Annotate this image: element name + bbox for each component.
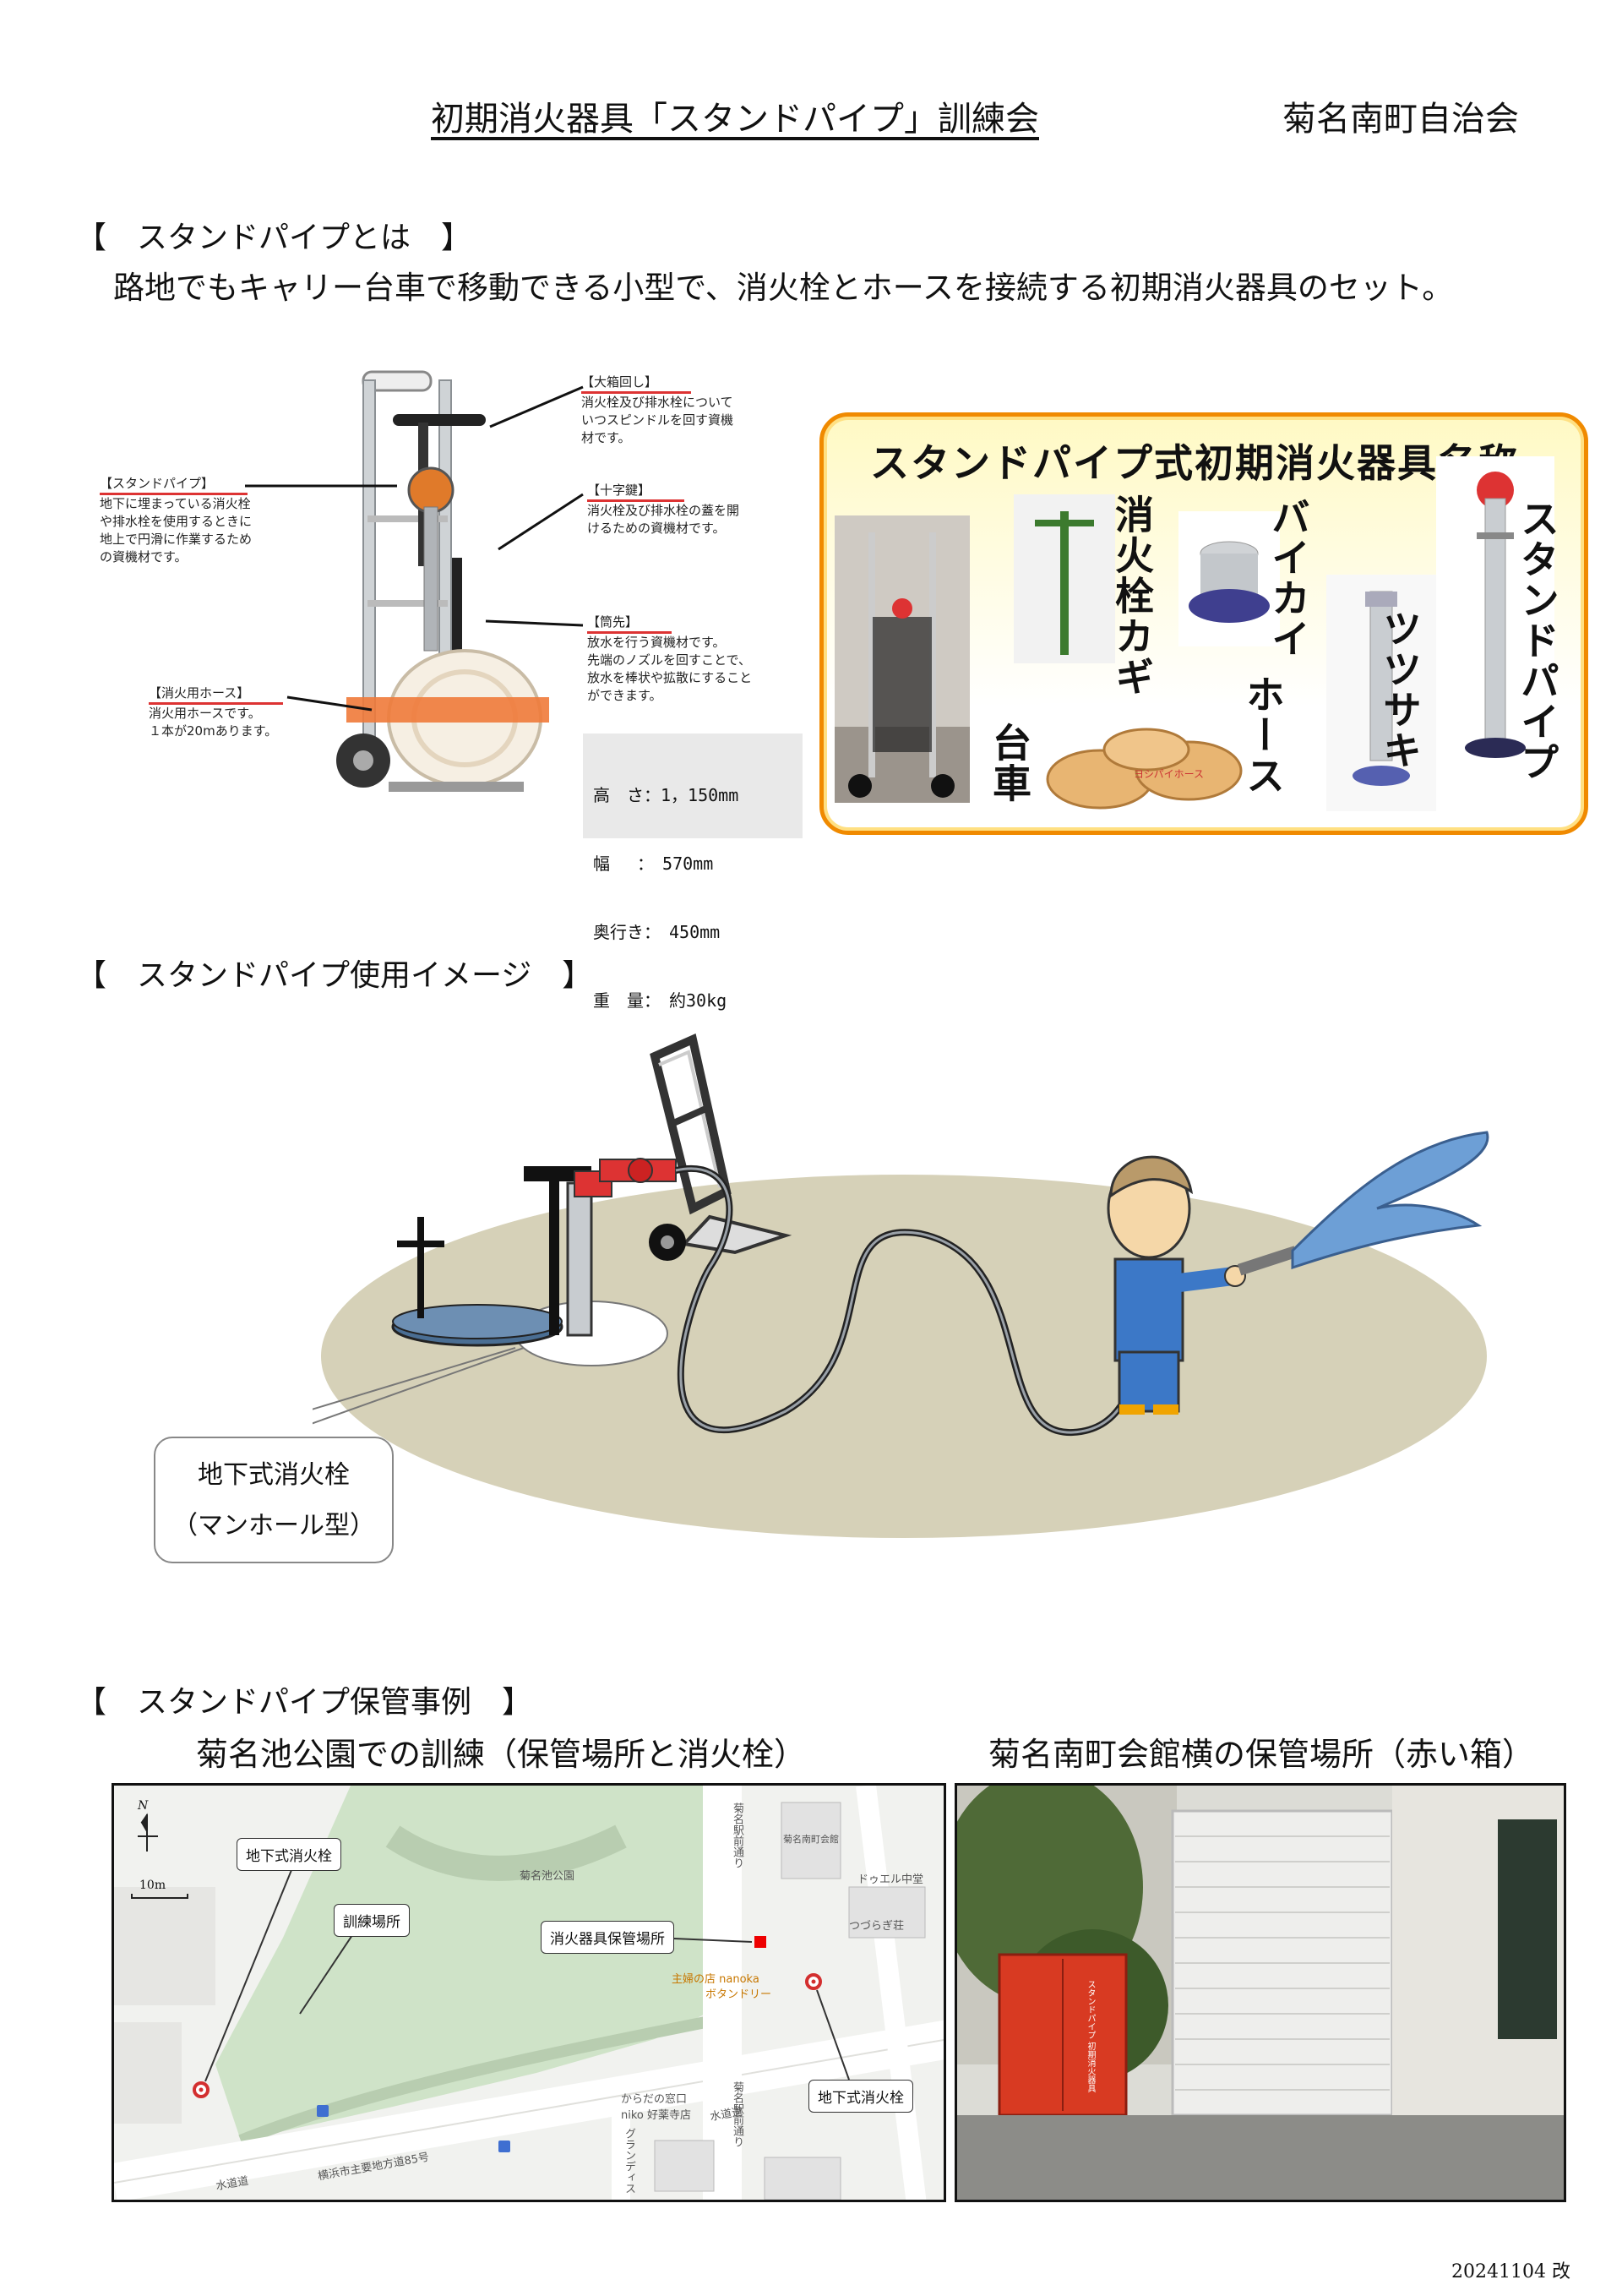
map-label-hydrant-west: 地下式消火栓: [237, 1838, 341, 1871]
callout-nozzle-line: ができます。: [587, 688, 662, 703]
bykai-photo: [1178, 511, 1280, 646]
hydrant-callout-bubble: 地下式消火栓 （マンホール型）: [154, 1437, 394, 1563]
spec-table: 高 さ：1，150mm 幅 ： 570mm 奥行き： 450mm 重 量： 約3…: [583, 734, 803, 1011]
callout-handle-line: 消火栓及び排水栓について: [581, 395, 733, 410]
callout-nozzle-title: 【筒先】: [587, 614, 672, 634]
callout-standpipe-title: 【スタンドパイプ】: [100, 475, 248, 495]
callout-nozzle-line: 放水を棒状や拡散にすること: [587, 670, 753, 685]
callout-nozzle-line: 先端のノズルを回すことで、: [587, 652, 751, 668]
callout-cross-key: 【十字鍵】 消火栓及び排水栓の蓋を開 けるための資機材です。: [587, 482, 739, 537]
nozzle-photo: [1326, 575, 1436, 811]
cart-photo: [835, 515, 970, 803]
map-park: 菊名池公園: [520, 1870, 575, 1883]
map-road-vertical-2: 菊名駅前通り: [731, 2081, 743, 2147]
key-photo: [1014, 494, 1115, 663]
map-shop-1: ドゥエル中堂: [857, 1873, 924, 1886]
storage-photo-image: [957, 1786, 1564, 2200]
map-caption: 菊名池公園での訓練（保管場所と消火栓）: [196, 1736, 807, 1773]
hydrant-callout-line2: （マンホール型）: [172, 1511, 375, 1541]
map-scale-bar: [131, 1894, 188, 1899]
map-hall: 菊名南町会館: [783, 1834, 839, 1845]
map-label-training-area: 訓練場所: [334, 1904, 410, 1937]
map-shop-3: 主婦の店 nanoka: [672, 1973, 759, 1986]
map-label-storage: 消火器具保管場所: [541, 1921, 674, 1954]
section-description: 路地でもキャリー台車で移動できる小型で、消火栓とホースを接続する初期消火器具のセ…: [113, 270, 1454, 306]
callout-pointers: [245, 385, 584, 712]
north-label: N: [138, 1799, 149, 1813]
callout-nozzle: 【筒先】 放水を行う資機材です。 先端のノズルを回すことで、 放水を棒状や拡散に…: [587, 614, 752, 705]
organization-name: 菊名南町自治会: [1282, 100, 1519, 139]
map-shop-5: からだの窓口 niko 好薬寺店: [621, 2093, 692, 2122]
usage-illustration: [313, 1033, 1489, 1538]
callout-hose-line: １本が20mあります。: [149, 723, 278, 739]
spec-row: 奥行き： 450mm: [593, 922, 721, 942]
label-standpipe: スタンドパイプ: [1515, 499, 1560, 783]
callout-standpipe-line: 地下に埋まっている消火栓: [100, 496, 251, 511]
map-shop-4: ボタンドリー: [705, 1988, 772, 2001]
section-heading-usage: 【 スタンドパイプ使用イメージ 】: [76, 958, 593, 993]
map-shop-2: つづらぎ荘: [849, 1920, 905, 1933]
callout-cross-key-line: けるための資機材です。: [587, 521, 726, 536]
callout-handle: 【大箱回し】 消火栓及び排水栓について いつスピンドルを回す資機 材です。: [581, 374, 733, 447]
hydrant-callout-line1: 地下式消火栓: [198, 1460, 350, 1490]
callout-handle-title: 【大箱回し】: [581, 374, 692, 394]
map-shop-6: グランディス: [623, 2128, 635, 2194]
label-nozzle: ツツサキ: [1377, 608, 1423, 771]
section-heading-storage: 【 スタンドパイプ保管事例 】: [76, 1685, 533, 1720]
label-bykai: バイカイ: [1265, 497, 1311, 659]
section-heading-what-is: 【 スタンドパイプとは 】: [76, 221, 472, 255]
callout-hose-title: 【消火用ホース】: [149, 684, 284, 705]
spec-row: 高 さ：1，150mm: [593, 785, 739, 805]
hose-photo: ヨシパイホース: [1041, 703, 1252, 821]
map-scale-label: 10m: [139, 1879, 166, 1892]
callout-nozzle-line: 放水を行う資機材です。: [587, 635, 726, 650]
callout-hose: 【消火用ホース】 消火用ホースです。 １本が20mあります。: [149, 684, 284, 740]
equipment-names-title: スタンドパイプ式初期消火器具名称: [870, 440, 1519, 486]
callout-handle-line: 材です。: [581, 430, 631, 445]
callout-standpipe-line: や排水栓を使用するときに: [100, 514, 253, 529]
standpipe-photo: [1436, 456, 1554, 761]
callout-hose-line: 消火用ホースです。: [149, 706, 261, 721]
label-key: 消火栓カギ: [1109, 494, 1155, 697]
callout-standpipe-line: 地上で円滑に作業するため: [100, 532, 253, 547]
spec-row: 幅 ： 570mm: [593, 854, 714, 874]
page-title: 初期消火器具「スタンドパイプ」訓練会: [431, 100, 1039, 139]
label-cart: 台車: [987, 723, 1032, 804]
callout-standpipe: 【スタンドパイプ】 地下に埋まっている消火栓 や排水栓を使用するときに 地上で円…: [100, 475, 252, 566]
photo-caption: 菊名南町会館横の保管場所（赤い箱）: [988, 1736, 1535, 1773]
map-road-vertical-1: 菊名駅前通り: [731, 1802, 743, 1868]
map-label-hydrant-east: 地下式消火栓: [808, 2080, 913, 2113]
north-arrow-icon: [138, 1813, 158, 1852]
storage-photo: スタンドパイプ 初期消火器具: [955, 1783, 1566, 2202]
callout-standpipe-line: の資機材です。: [100, 549, 188, 564]
hose-brand: ヨシパイホース: [1134, 768, 1204, 780]
label-hose: ホース: [1240, 674, 1286, 796]
storage-box-label: スタンドパイプ 初期消火器具: [1086, 1980, 1095, 2093]
revision-date: 20241104 改: [1451, 2261, 1570, 2282]
callout-handle-line: いつスピンドルを回す資機: [581, 412, 734, 428]
storage-map: N 10m 地下式消火栓 訓練場所 消火器具保管場所 地下式消火栓 菊名南町会館…: [112, 1783, 946, 2202]
spec-row: 重 量： 約30kg: [593, 990, 727, 1011]
callout-cross-key-line: 消火栓及び排水栓の蓋を開: [587, 503, 740, 518]
callout-cross-key-title: 【十字鍵】: [587, 482, 685, 502]
standpipe-cart-illustration: [336, 370, 549, 792]
